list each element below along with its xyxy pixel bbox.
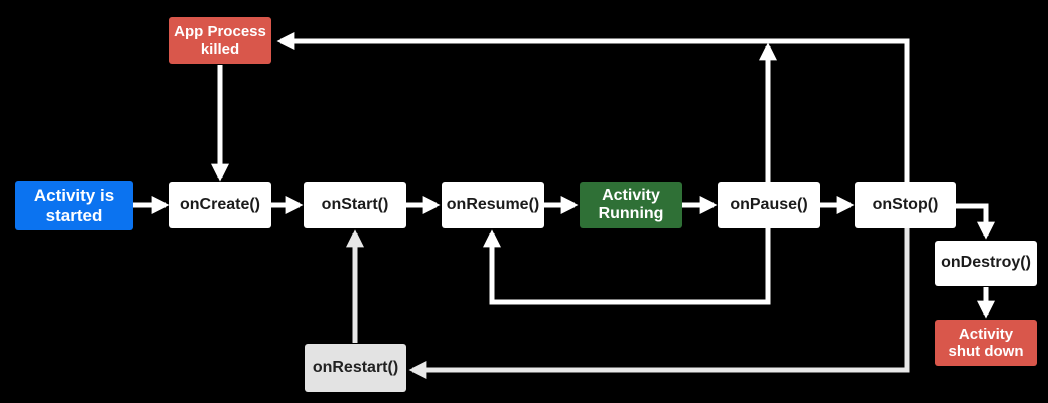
on-destroy-node: onDestroy() [935,241,1037,286]
app-process-killed-node: App Process killed [169,17,271,64]
arrow-onstop-to-killed [276,32,910,182]
arrow-onpause-to-onresume [483,228,771,305]
on-restart-node: onRestart() [305,344,406,392]
on-resume-node: onResume() [442,182,544,228]
on-create-label: onCreate() [179,195,260,213]
activity-shut-down-label: Activity shut down [948,325,1024,360]
arrow-onstop-to-onrestart [408,228,910,379]
on-destroy-label: onDestroy() [941,254,1031,272]
on-restart-label: onRestart() [312,358,399,376]
activity-shut-down-node: Activity shut down [935,320,1037,366]
app-process-killed-label: App Process killed [174,23,266,58]
on-start-node: onStart() [304,182,406,228]
on-start-label: onStart() [321,195,389,213]
on-resume-label: onResume() [446,195,540,213]
arrow-onstop-to-ondestroy [956,203,995,240]
activity-running-label: Activity Running [598,186,664,222]
on-stop-label: onStop() [872,195,939,213]
activity-running-node: Activity Running [580,182,682,228]
on-stop-node: onStop() [855,182,956,228]
on-create-node: onCreate() [169,182,271,228]
on-pause-node: onPause() [718,182,820,228]
activity-started-label: Activity is started [33,185,115,225]
on-pause-label: onPause() [730,195,808,213]
activity-started-node: Activity is started [15,181,133,230]
